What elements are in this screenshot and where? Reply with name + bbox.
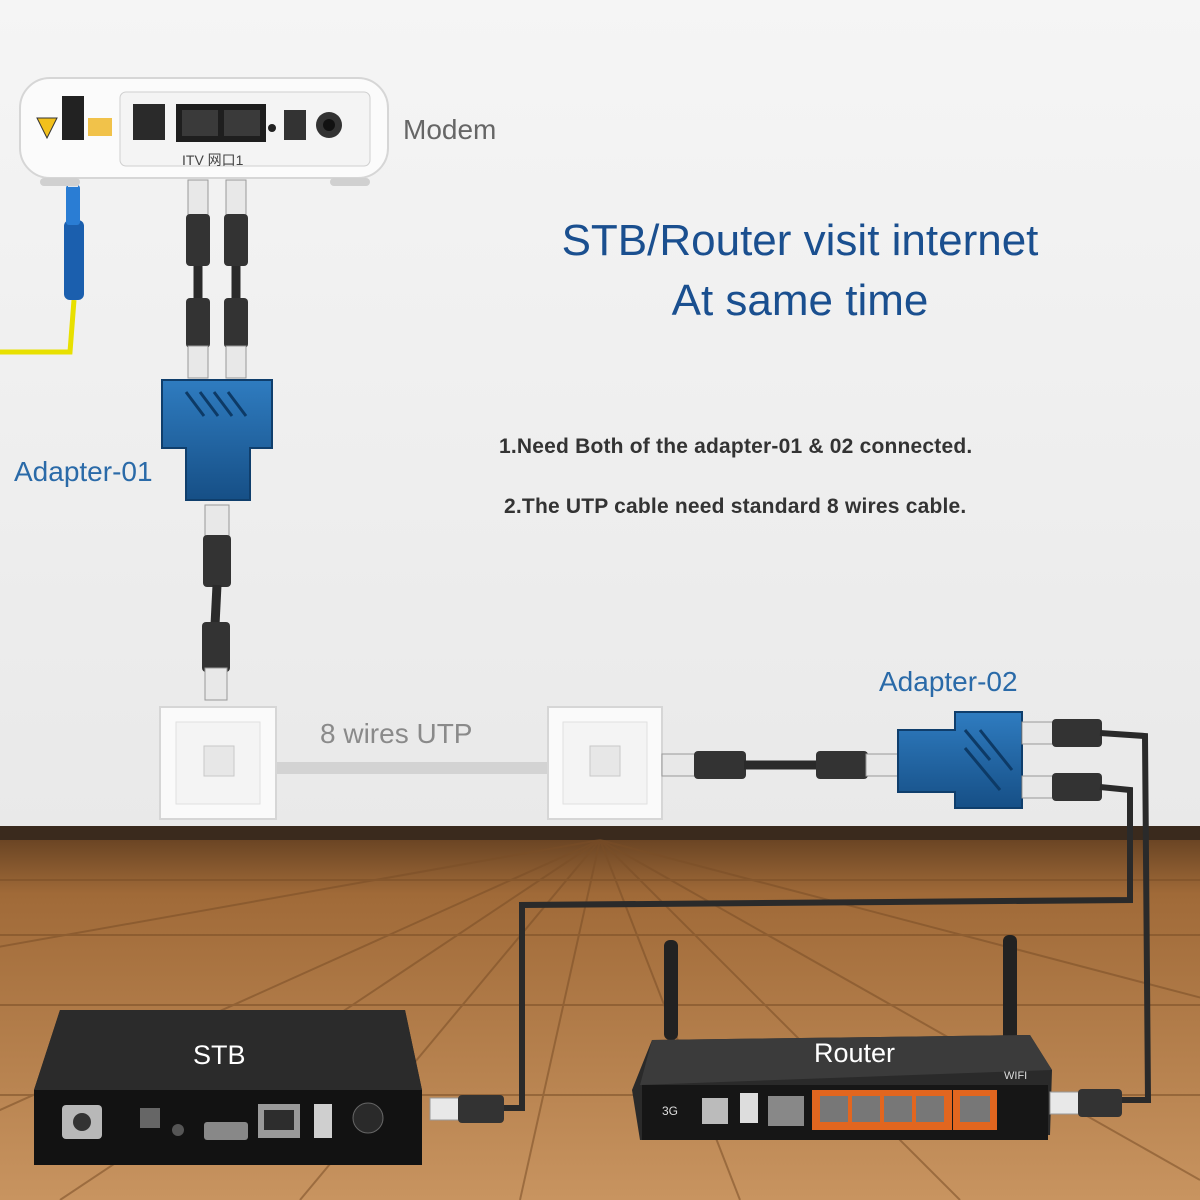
title-line-2: At same time [671, 276, 929, 325]
title-line-1: STB/Router visit internet [561, 216, 1039, 265]
stb-label: STB [193, 1040, 246, 1070]
fiber-cable [0, 175, 84, 355]
adapter-icon [161, 379, 273, 501]
note-1: 1.Need Both of the adapter-01 & 02 conne… [499, 435, 973, 458]
utp-cable [276, 762, 552, 774]
stb-box-icon [34, 1010, 422, 1165]
router-icon [632, 935, 1052, 1140]
wall-socket-icon [547, 706, 663, 820]
modem-label: Modem [403, 114, 497, 145]
adapter-02-cables [500, 719, 1152, 1111]
router-label: Router [814, 1038, 896, 1068]
ethernet-plug-icon [429, 1095, 504, 1123]
fiber-connector-icon [64, 220, 84, 300]
note-2: 2.The UTP cable need standard 8 wires ca… [504, 495, 967, 518]
adapter-icon [897, 711, 1023, 809]
baseboard [0, 826, 1200, 840]
wall-socket-icon [159, 706, 277, 820]
modem-port-label: ITV 网口1 [182, 152, 244, 168]
ethernet-plug-icon [186, 179, 248, 379]
socket-to-adapter-cable [661, 751, 899, 779]
adapter-01-label: Adapter-01 [14, 456, 153, 487]
router-3g-label: 3G [662, 1104, 679, 1118]
adapter-02-label: Adapter-02 [879, 666, 1018, 697]
utp-label: 8 wires UTP [320, 718, 473, 749]
adapter-01-down-cable [202, 504, 231, 701]
modem-icon [19, 77, 389, 186]
router-wifi-label: WIFI [1004, 1070, 1028, 1082]
modem-cables [186, 179, 248, 379]
ethernet-plug-icon [1049, 1089, 1122, 1117]
